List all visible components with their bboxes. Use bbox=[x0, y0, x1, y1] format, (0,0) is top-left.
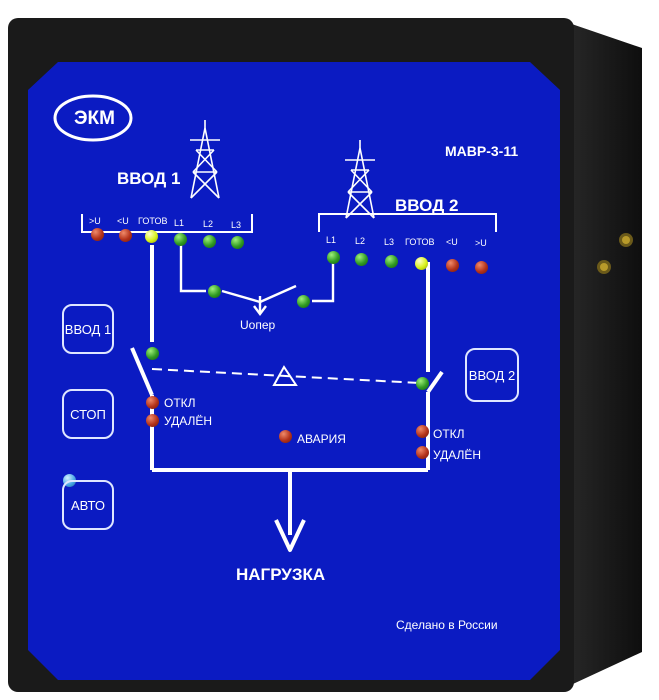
led-switch-2 bbox=[416, 377, 429, 390]
led-remote-1 bbox=[146, 414, 159, 427]
side-connector-top bbox=[619, 233, 633, 247]
led-label-l1-2: L1 bbox=[326, 235, 337, 245]
housing-side bbox=[560, 20, 642, 690]
led-label-over-u-1: >U bbox=[89, 216, 101, 226]
led-under-u-1 bbox=[119, 229, 132, 242]
status-alarm: АВАРИЯ bbox=[297, 432, 346, 446]
side-connector-bottom bbox=[597, 260, 611, 274]
led-label-l3-2: L3 bbox=[384, 237, 395, 247]
led-label-under-u-1: <U bbox=[117, 216, 129, 226]
led-l2-2 bbox=[355, 253, 368, 266]
led-l3-1 bbox=[231, 236, 244, 249]
led-switch-1 bbox=[146, 347, 159, 360]
input-1-title: ВВОД 1 bbox=[117, 169, 181, 188]
led-label-under-u-2: <U bbox=[446, 237, 458, 247]
interlock-line bbox=[151, 368, 421, 384]
led-label-l2-1: L2 bbox=[203, 219, 214, 229]
led-label-l3-1: L3 bbox=[231, 220, 242, 230]
status-off-2: ОТКЛ bbox=[433, 427, 465, 441]
faceplate bbox=[28, 62, 560, 680]
led-l3-2 bbox=[385, 255, 398, 268]
led-l2-1 bbox=[203, 235, 216, 248]
led-under-u-2 bbox=[446, 259, 459, 272]
status-remote-1: УДАЛЁН bbox=[164, 414, 213, 428]
led-l1-1 bbox=[174, 233, 187, 246]
input-1-led-bracket bbox=[81, 214, 253, 233]
led-label-over-u-2: >U bbox=[475, 238, 487, 248]
status-remote-2: УДАЛЁН bbox=[433, 448, 482, 462]
model-label: МАВР-3-11 bbox=[445, 143, 519, 159]
led-label-ready-2: ГОТОВ bbox=[405, 237, 435, 247]
led-over-u-2 bbox=[475, 261, 488, 274]
led-over-u-1 bbox=[91, 228, 104, 241]
input-2-button[interactable]: ВВОД 2 bbox=[465, 348, 519, 402]
led-off-2 bbox=[416, 425, 429, 438]
led-label-ready-1: ГОТОВ bbox=[138, 216, 168, 226]
stop-button[interactable]: СТОП bbox=[62, 389, 114, 439]
auto-button[interactable]: АВТО bbox=[62, 480, 114, 530]
uoper-switch bbox=[179, 244, 335, 316]
brand-logo: ЭКМ bbox=[74, 108, 115, 129]
led-ready-2 bbox=[415, 257, 428, 270]
led-uoper-2 bbox=[297, 295, 310, 308]
input-1-button[interactable]: ВВОД 1 bbox=[62, 304, 114, 354]
footer-made-in: Сделано в России bbox=[396, 618, 498, 632]
load-label: НАГРУЗКА bbox=[236, 565, 326, 584]
status-off-1: ОТКЛ bbox=[164, 396, 196, 410]
led-alarm bbox=[279, 430, 292, 443]
led-off-1 bbox=[146, 396, 159, 409]
uoper-label: Uопер bbox=[240, 318, 276, 332]
led-l1-2 bbox=[327, 251, 340, 264]
led-ready-1 bbox=[145, 230, 158, 243]
tower-icon-input-2 bbox=[345, 140, 375, 219]
tower-icon-input-1 bbox=[190, 120, 220, 199]
interlock-triangle-icon bbox=[272, 365, 298, 386]
led-uoper-1 bbox=[208, 285, 221, 298]
led-label-l2-2: L2 bbox=[355, 236, 366, 246]
input-2-title: ВВОД 2 bbox=[395, 196, 459, 215]
led-label-l1-1: L1 bbox=[174, 218, 185, 228]
led-remote-2 bbox=[416, 446, 429, 459]
input-2-led-bracket bbox=[318, 213, 497, 232]
logo-oval bbox=[53, 94, 133, 142]
